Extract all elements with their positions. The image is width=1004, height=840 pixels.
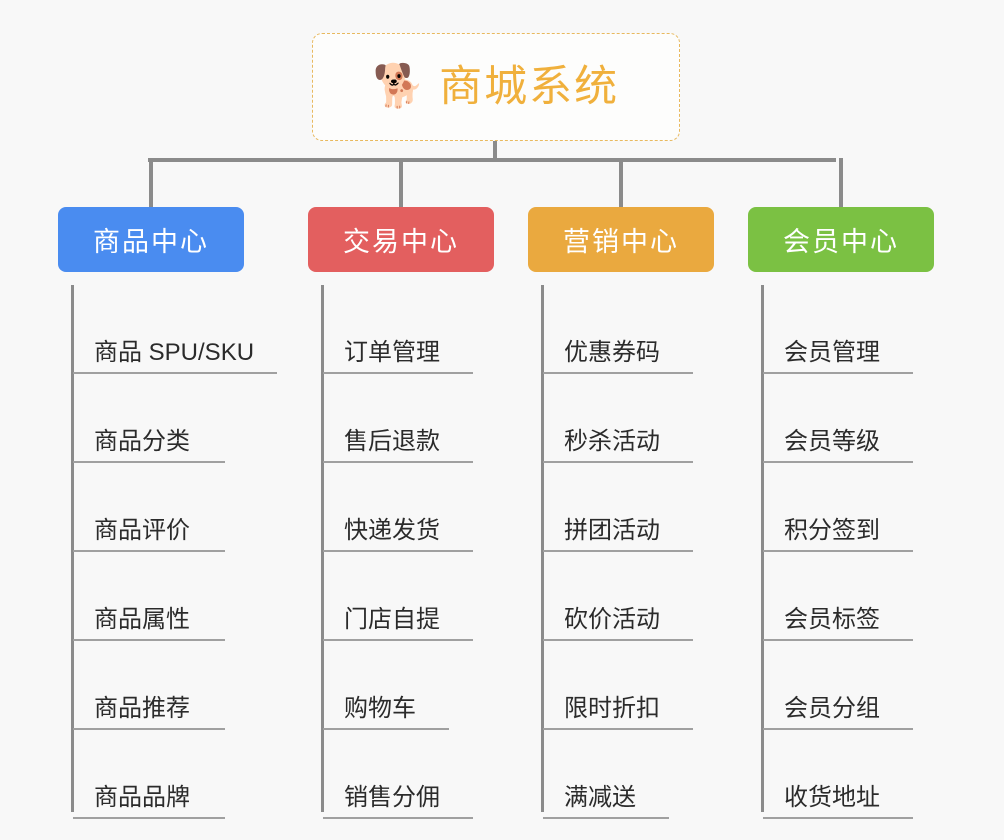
list-item[interactable]: 会员管理 <box>762 285 934 374</box>
list-item[interactable]: 售后退款 <box>322 374 494 463</box>
column-items-marketing-center: 优惠券码秒杀活动拼团活动砍价活动限时折扣满减送 <box>528 285 714 819</box>
list-item[interactable]: 销售分佣 <box>322 730 494 819</box>
list-item-underline <box>323 639 473 641</box>
list-item-label: 门店自提 <box>344 605 440 633</box>
connector-drop-marketing-center <box>619 158 623 208</box>
list-item-label: 会员管理 <box>784 338 880 366</box>
connector-drop-member-center <box>839 158 843 208</box>
list-item-underline <box>763 461 913 463</box>
list-item[interactable]: 会员分组 <box>762 641 934 730</box>
list-item-label: 限时折扣 <box>564 694 660 722</box>
list-item[interactable]: 商品推荐 <box>72 641 244 730</box>
list-item-underline <box>73 728 225 730</box>
list-item[interactable]: 商品 SPU/SKU <box>72 285 277 374</box>
list-item-label: 砍价活动 <box>564 605 660 633</box>
column-items-trade-center: 订单管理售后退款快递发货门店自提购物车销售分佣 <box>308 285 494 819</box>
list-item[interactable]: 砍价活动 <box>542 552 714 641</box>
list-item-underline <box>323 728 449 730</box>
list-item-underline <box>73 639 225 641</box>
list-item-underline <box>73 550 225 552</box>
list-item[interactable]: 购物车 <box>322 641 494 730</box>
list-item-label: 销售分佣 <box>344 783 440 811</box>
list-item[interactable]: 门店自提 <box>322 552 494 641</box>
list-item-label: 售后退款 <box>344 427 440 455</box>
list-item[interactable]: 会员等级 <box>762 374 934 463</box>
list-item-label: 会员分组 <box>784 694 880 722</box>
list-item-label: 会员等级 <box>784 427 880 455</box>
list-item[interactable]: 拼团活动 <box>542 463 714 552</box>
list-item-underline <box>763 550 913 552</box>
list-item-label: 商品分类 <box>94 427 190 455</box>
list-item[interactable]: 商品属性 <box>72 552 244 641</box>
column-trade-center: 交易中心订单管理售后退款快递发货门店自提购物车销售分佣 <box>308 207 494 819</box>
list-item-underline <box>73 461 225 463</box>
connector-drop-trade-center <box>399 158 403 208</box>
list-item[interactable]: 快递发货 <box>322 463 494 552</box>
connector-horizontal-bar <box>148 158 836 162</box>
list-item-label: 会员标签 <box>784 605 880 633</box>
column-header-member-center[interactable]: 会员中心 <box>748 207 934 272</box>
column-marketing-center: 营销中心优惠券码秒杀活动拼团活动砍价活动限时折扣满减送 <box>528 207 714 819</box>
list-item[interactable]: 收货地址 <box>762 730 934 819</box>
list-item[interactable]: 会员标签 <box>762 552 934 641</box>
list-item-underline <box>543 550 693 552</box>
list-item[interactable]: 积分签到 <box>762 463 934 552</box>
list-item[interactable]: 限时折扣 <box>542 641 714 730</box>
list-item-underline <box>73 372 277 374</box>
connector-drop-product-center <box>149 158 153 208</box>
list-item-label: 商品品牌 <box>94 783 190 811</box>
list-item-underline <box>763 372 913 374</box>
column-product-center: 商品中心商品 SPU/SKU 商品分类商品评价商品属性商品推荐商品品牌 <box>58 207 277 819</box>
list-item[interactable]: 优惠券码 <box>542 285 714 374</box>
list-item-label: 购物车 <box>344 694 416 722</box>
list-item-label: 订单管理 <box>344 338 440 366</box>
list-item-label: 积分签到 <box>784 516 880 544</box>
column-header-product-center[interactable]: 商品中心 <box>58 207 244 272</box>
list-item-underline <box>323 550 473 552</box>
list-item-label: 优惠券码 <box>564 338 660 366</box>
list-item-label: 商品评价 <box>94 516 190 544</box>
list-item-underline <box>543 817 669 819</box>
root-node-title: 商城系统 <box>439 62 620 111</box>
list-item-label: 秒杀活动 <box>564 427 660 455</box>
column-items-product-center: 商品 SPU/SKU 商品分类商品评价商品属性商品推荐商品品牌 <box>58 285 277 819</box>
connector-root-drop <box>493 141 497 161</box>
list-item-underline <box>763 817 913 819</box>
column-member-center: 会员中心会员管理会员等级积分签到会员标签会员分组收货地址 <box>748 207 934 819</box>
list-item-label: 商品推荐 <box>94 694 190 722</box>
root-node-mall-system[interactable]: 🐕 商城系统 <box>312 33 680 141</box>
list-item-underline <box>323 461 473 463</box>
list-item-underline <box>763 728 913 730</box>
list-item-label: 收货地址 <box>784 783 880 811</box>
column-header-marketing-center[interactable]: 营销中心 <box>528 207 714 272</box>
list-item-label: 快递发货 <box>344 516 440 544</box>
list-item-underline <box>543 461 693 463</box>
list-item[interactable]: 秒杀活动 <box>542 374 714 463</box>
list-item-underline <box>543 639 693 641</box>
list-item[interactable]: 满减送 <box>542 730 714 819</box>
list-item-underline <box>323 372 473 374</box>
list-item-underline <box>323 817 473 819</box>
shiba-dog-face-icon: 🐕 <box>372 62 426 109</box>
list-item-underline <box>763 639 913 641</box>
column-header-trade-center[interactable]: 交易中心 <box>308 207 494 272</box>
list-item[interactable]: 商品分类 <box>72 374 244 463</box>
list-item-underline <box>543 728 693 730</box>
list-item-underline <box>73 817 225 819</box>
column-items-member-center: 会员管理会员等级积分签到会员标签会员分组收货地址 <box>748 285 934 819</box>
list-item-label: 商品 SPU/SKU <box>94 338 255 366</box>
list-item[interactable]: 商品品牌 <box>72 730 244 819</box>
list-item-label: 拼团活动 <box>564 516 660 544</box>
list-item-underline <box>543 372 693 374</box>
list-item-label: 满减送 <box>564 783 636 811</box>
list-item-label: 商品属性 <box>94 605 190 633</box>
list-item[interactable]: 商品评价 <box>72 463 244 552</box>
list-item[interactable]: 订单管理 <box>322 285 494 374</box>
